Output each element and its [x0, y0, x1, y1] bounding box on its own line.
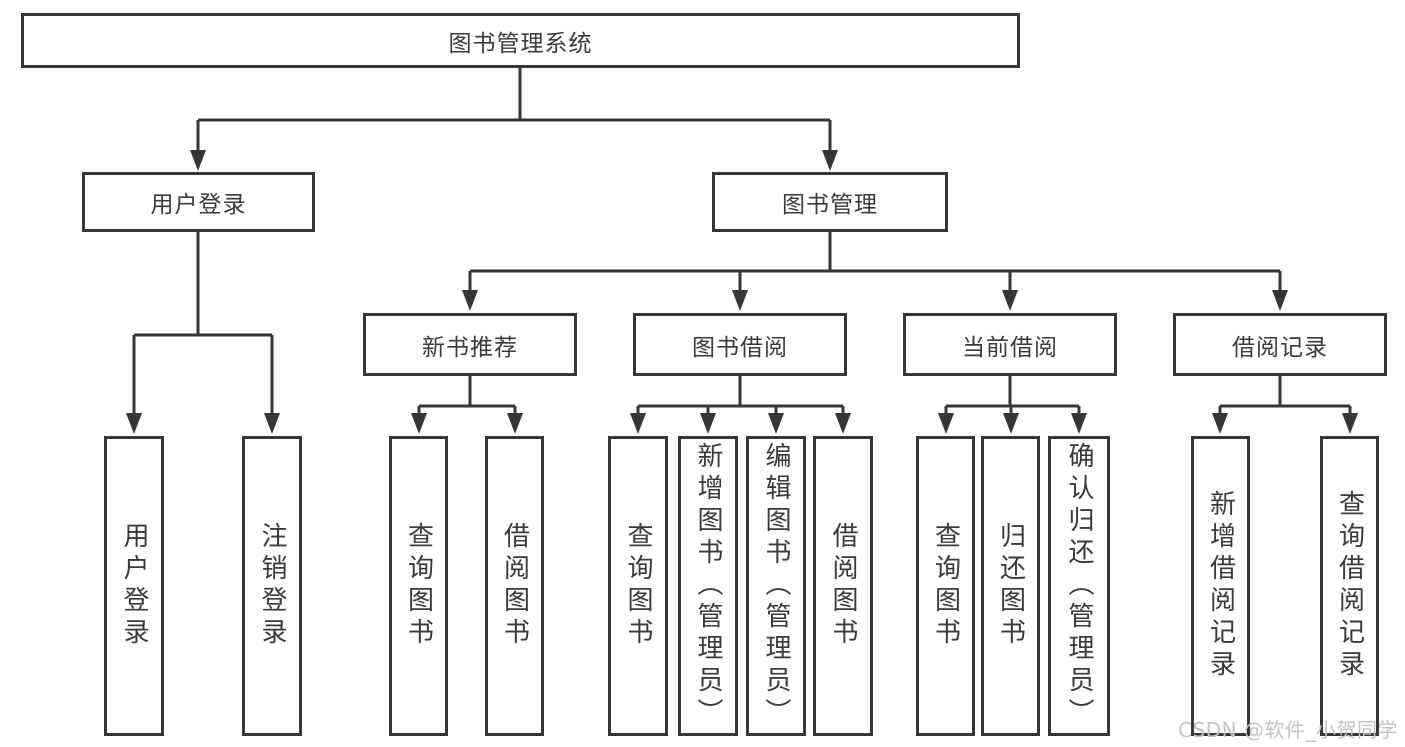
leaf-borrow-books: 借阅图书: [485, 436, 544, 736]
leaf-label: 注销登录: [257, 522, 287, 650]
arrow-down-icon: [190, 150, 206, 171]
arrow-down-icon: [1003, 413, 1019, 434]
arrow-down-icon: [938, 413, 954, 434]
node-new-book-recommend: 新书推荐: [363, 313, 577, 376]
leaf-label: 查询借阅记录: [1334, 490, 1365, 682]
leaf-return-books: 归还图书: [981, 436, 1040, 736]
leaf-label: 确认归还（管理员）: [1064, 442, 1094, 730]
leaf-query-books: 查询图书: [608, 436, 668, 736]
node-label: 当前借阅: [962, 334, 1058, 361]
node-label: 借阅记录: [1232, 334, 1328, 361]
leaf-query-books: 查询图书: [389, 436, 448, 736]
leaf-confirm-return-admin: 确认归还（管理员）: [1048, 436, 1110, 736]
node-book-management: 图书管理: [712, 172, 948, 232]
node-label: 新书推荐: [422, 334, 518, 361]
node-user-login: 用户登录: [82, 172, 315, 232]
node-label: 图书管理系统: [448, 30, 593, 57]
arrow-down-icon: [1002, 290, 1018, 311]
leaf-label: 借阅图书: [499, 522, 530, 650]
arrow-down-icon: [126, 413, 142, 434]
connector-borrow-records-to-leaves: [1212, 376, 1358, 434]
arrow-down-icon: [462, 290, 478, 311]
leaf-user-login: 用户登录: [104, 436, 164, 736]
arrow-down-icon: [1342, 413, 1358, 434]
leaf-label: 新增图书（管理员）: [693, 442, 723, 730]
leaf-label: 编辑图书（管理员）: [761, 442, 791, 730]
connector-new-book-recommend-to-leaves: [411, 376, 523, 434]
arrow-down-icon: [835, 413, 851, 434]
connector-book-management-to-groups: [462, 232, 1288, 311]
connector-user-login-to-leaves: [126, 232, 280, 434]
leaf-label: 用户登录: [119, 522, 149, 650]
arrow-down-icon: [630, 413, 646, 434]
node-label: 图书借阅: [692, 334, 788, 361]
arrow-down-icon: [411, 413, 427, 434]
arrow-down-icon: [507, 413, 523, 434]
leaf-label: 查询图书: [623, 522, 653, 650]
connector-line: [417, 376, 517, 415]
node-label: 用户登录: [150, 192, 247, 218]
leaf-label: 查询图书: [403, 522, 434, 650]
leaf-query-books: 查询图书: [916, 436, 975, 736]
arrow-down-icon: [768, 413, 784, 434]
leaf-label: 新增借阅记录: [1205, 490, 1236, 682]
connector-line: [196, 68, 832, 153]
node-label: 图书管理: [782, 192, 878, 218]
arrow-down-icon: [264, 413, 280, 434]
leaf-label: 归还图书: [995, 522, 1026, 650]
connector-root-to-level2: [190, 68, 838, 171]
leaf-add-borrow-record: 新增借阅记录: [1191, 436, 1250, 736]
csdn-watermark: CSDN @软件_小贺同学: [1178, 718, 1398, 742]
connector-line: [1218, 376, 1352, 415]
leaf-borrow-books: 借阅图书: [813, 436, 873, 736]
leaf-label: 查询图书: [930, 522, 961, 650]
connector-book-borrow-to-leaves: [630, 376, 851, 434]
connector-current-borrow-to-leaves: [938, 376, 1087, 434]
arrow-down-icon: [732, 290, 748, 311]
arrow-down-icon: [700, 413, 716, 434]
node-book-borrow: 图书借阅: [633, 313, 847, 376]
node-root: 图书管理系统: [21, 13, 1020, 68]
arrow-down-icon: [1071, 413, 1087, 434]
leaf-add-books-admin: 新增图书（管理员）: [678, 436, 738, 736]
connector-line: [636, 376, 845, 415]
connector-line: [944, 376, 1081, 415]
arrow-down-icon: [1272, 290, 1288, 311]
arrow-down-icon: [822, 150, 838, 171]
leaf-logout: 注销登录: [242, 436, 302, 736]
connector-line: [132, 232, 274, 415]
arrow-down-icon: [1212, 413, 1228, 434]
leaf-edit-books-admin: 编辑图书（管理员）: [746, 436, 806, 736]
leaf-label: 借阅图书: [828, 522, 858, 650]
connector-line: [468, 232, 1282, 292]
node-borrow-records: 借阅记录: [1173, 313, 1387, 376]
leaf-query-borrow-record: 查询借阅记录: [1320, 436, 1379, 736]
node-current-borrow: 当前借阅: [903, 313, 1117, 376]
